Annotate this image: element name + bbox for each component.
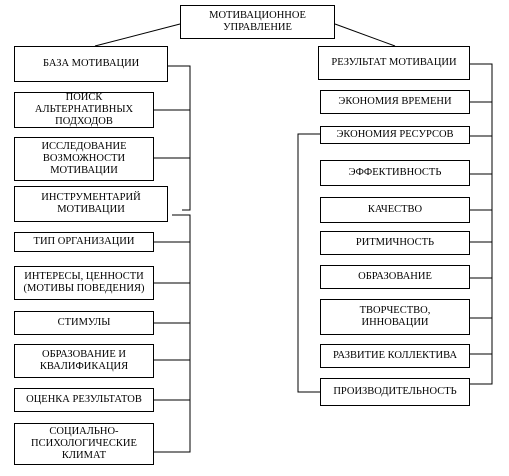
result-item-time-saving: ЭКОНОМИЯ ВРЕМЕНИ bbox=[320, 90, 470, 114]
tool-item-incentives: СТИМУЛЫ bbox=[14, 311, 154, 335]
result-item-creativity-innovation: ТВОРЧЕСТВО, ИННОВАЦИИ bbox=[320, 299, 470, 335]
result-item-education: ОБРАЗОВАНИЕ bbox=[320, 265, 470, 289]
tool-item-interests-values: ИНТЕРЕСЫ, ЦЕННОСТИ (МОТИВЫ ПОВЕДЕНИЯ) bbox=[14, 266, 154, 300]
base-bracket-line bbox=[168, 65, 191, 211]
tool-item-results-evaluation: ОЦЕНКА РЕЗУЛЬТАТОВ bbox=[14, 388, 154, 412]
tools-motivation-box: ИНСТРУМЕНТАРИЙ МОТИВАЦИИ bbox=[14, 186, 168, 222]
result-motivation-box: РЕЗУЛЬТАТ МОТИВАЦИИ bbox=[318, 46, 470, 80]
result-item-efficiency: ЭФФЕКТИВНОСТЬ bbox=[320, 160, 470, 186]
tool-item-organization-type: ТИП ОРГАНИЗАЦИИ bbox=[14, 232, 154, 252]
base-item-alternative-approaches: ПОИСК АЛЬТЕРНАТИВНЫХ ПОДХОДОВ bbox=[14, 92, 154, 128]
resources-productivity-line bbox=[297, 133, 320, 393]
root-to-result-line bbox=[334, 23, 396, 47]
result-bracket-line bbox=[470, 63, 493, 385]
result-item-quality: КАЧЕСТВО bbox=[320, 197, 470, 223]
tool-item-education-qualification: ОБРАЗОВАНИЕ И КВАЛИФИКАЦИЯ bbox=[14, 344, 154, 378]
root-box: МОТИВАЦИОННОЕ УПРАВЛЕНИЕ bbox=[180, 5, 335, 39]
result-item-rhythm: РИТМИЧНОСТЬ bbox=[320, 231, 470, 255]
result-item-productivity: ПРОИЗВОДИТЕЛЬНОСТЬ bbox=[320, 378, 470, 406]
base-motivation-box: БАЗА МОТИВАЦИИ bbox=[14, 46, 168, 82]
root-to-base-line bbox=[94, 23, 181, 47]
result-item-team-development: РАЗВИТИЕ КОЛЛЕКТИВА bbox=[320, 344, 470, 368]
tools-bracket-line bbox=[154, 214, 191, 453]
base-item-motivation-research: ИССЛЕДОВАНИЕ ВОЗМОЖНОСТИ МОТИВАЦИИ bbox=[14, 137, 154, 181]
tool-item-social-climate: СОЦИАЛЬНО- ПСИХОЛОГИЧЕСКИЕ КЛИМАТ bbox=[14, 423, 154, 465]
result-item-resource-saving: ЭКОНОМИЯ РЕСУРСОВ bbox=[320, 126, 470, 144]
